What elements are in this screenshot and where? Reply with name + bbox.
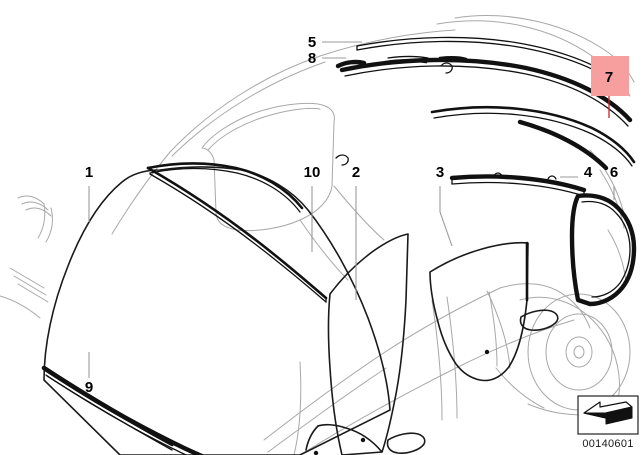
highlight-box-7 bbox=[591, 56, 629, 96]
callout-5[interactable]: 5 bbox=[308, 34, 316, 51]
callout-10[interactable]: 10 bbox=[304, 164, 321, 181]
block-arrow-left-shadow bbox=[583, 406, 633, 425]
callout-9[interactable]: 9 bbox=[85, 379, 93, 396]
callout-1[interactable]: 1 bbox=[85, 164, 93, 181]
callout-6[interactable]: 6 bbox=[610, 164, 618, 181]
legend-part-number: 00140601 bbox=[582, 438, 633, 450]
callout-numbers: 1 2 3 4 5 6 7 8 9 10 bbox=[85, 34, 618, 396]
rear-quarter-window-seal bbox=[569, 193, 637, 307]
callout-4[interactable]: 4 bbox=[584, 164, 593, 181]
front-door-glass bbox=[305, 233, 426, 455]
vehicle-body-outline bbox=[0, 15, 635, 455]
callout-2[interactable]: 2 bbox=[352, 164, 360, 181]
windshield-assembly bbox=[41, 162, 391, 455]
callout-7[interactable]: 7 bbox=[605, 69, 613, 86]
rear-door-glass bbox=[429, 241, 559, 382]
callout-8[interactable]: 8 bbox=[308, 50, 316, 67]
callout-3[interactable]: 3 bbox=[436, 164, 444, 181]
callout-leader-lines bbox=[88, 41, 615, 378]
roof-trim-strips bbox=[335, 36, 636, 197]
legend: 00140601 bbox=[577, 395, 639, 450]
